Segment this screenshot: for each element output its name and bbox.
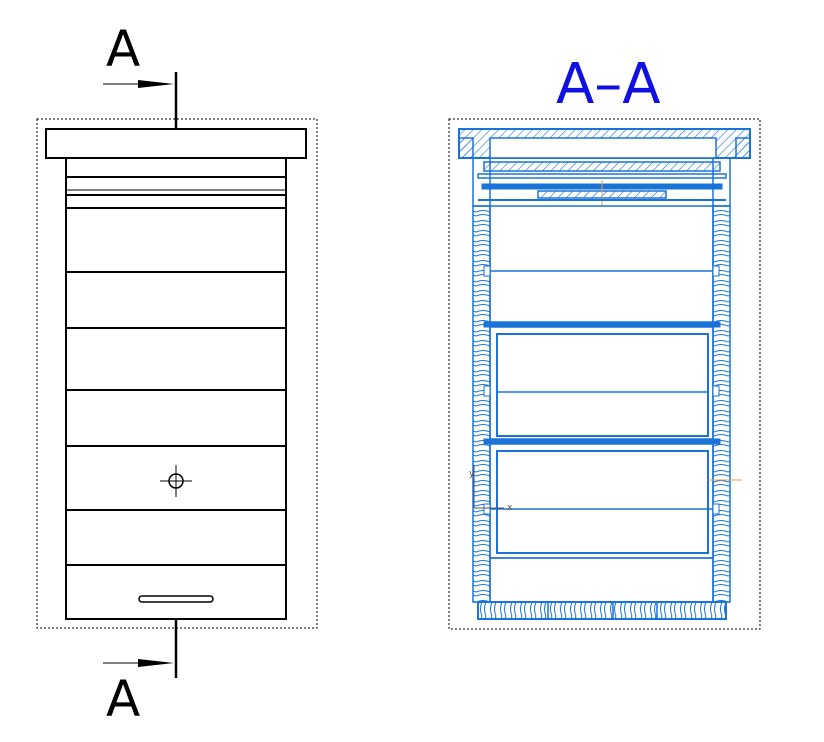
section-label-bottom: A [106, 670, 140, 728]
front-view [36, 72, 318, 678]
section-arrow-bottom [138, 659, 174, 667]
base [477, 601, 727, 620]
bottom-box [489, 557, 714, 603]
right-wall [712, 205, 731, 603]
section-label-top: A [106, 20, 140, 78]
inner-cover [483, 161, 721, 172]
coordinate-axis-marker [473, 465, 504, 509]
section-title: A–A [556, 52, 661, 117]
frame-2 [496, 333, 709, 437]
left-wall [472, 205, 491, 603]
axis-label-x: x [507, 503, 513, 513]
axis-label-y: y [469, 469, 475, 479]
super-2 [489, 326, 714, 440]
section-arrow-top [138, 80, 174, 88]
section-view [448, 118, 761, 630]
frame-3 [496, 450, 709, 554]
section-view-frame [448, 118, 761, 630]
super-1 [489, 205, 714, 323]
hive-body [65, 157, 287, 620]
super-3 [489, 443, 714, 559]
roof [45, 128, 307, 159]
entrance-slot [138, 595, 214, 603]
